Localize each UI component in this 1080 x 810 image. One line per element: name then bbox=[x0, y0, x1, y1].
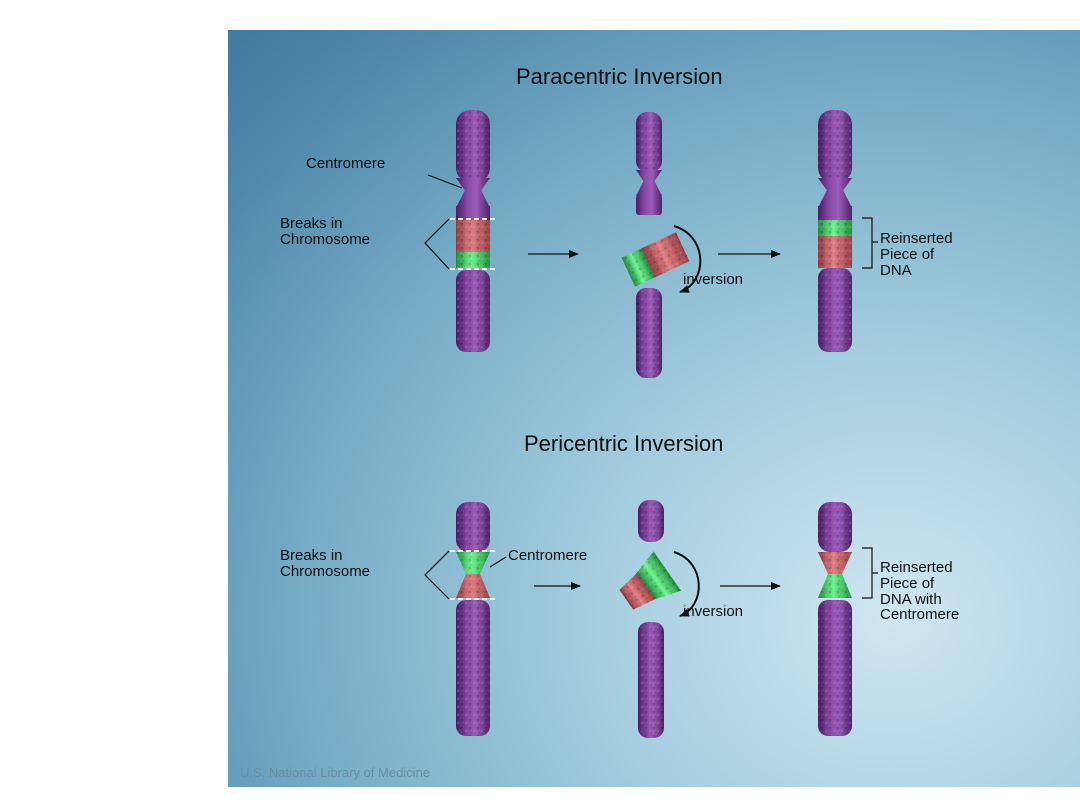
centromere-pointer-pericentric bbox=[489, 556, 507, 568]
detached-segment-pericentric bbox=[619, 551, 682, 610]
inversion-arrow-paracentric bbox=[673, 225, 702, 293]
label-centromere-paracentric: Centromere bbox=[306, 155, 386, 172]
inversion-arrow-pericentric bbox=[673, 551, 700, 617]
chromosome-original-paracentric bbox=[450, 110, 496, 352]
chromosome-original-pericentric bbox=[450, 502, 496, 736]
label-reinserted-paracentric: Reinserted Piece of DNA bbox=[880, 230, 953, 279]
label-inversion-pericentric: inversion bbox=[683, 603, 744, 620]
label-inversion-paracentric: inversion bbox=[683, 271, 744, 288]
chromosome-broken-pericentric bbox=[638, 500, 664, 738]
centromere-pointer-paracentric bbox=[427, 174, 463, 189]
reinserted-bracket-paracentric bbox=[862, 217, 878, 269]
chromosome-broken-paracentric bbox=[636, 112, 662, 378]
reinserted-bracket-pericentric bbox=[862, 547, 878, 599]
breaks-bracket-pericentric bbox=[424, 550, 450, 600]
label-breaks-pericentric: Breaks in Chromosome bbox=[280, 547, 371, 580]
breaks-bracket-paracentric bbox=[424, 218, 450, 270]
diagram-panel: Paracentric Inversion Centromere Breaks … bbox=[228, 30, 1080, 787]
label-reinserted-pericentric: Reinserted Piece of DNA with Centromere bbox=[880, 559, 960, 624]
title-pericentric-inversion: Pericentric Inversion bbox=[524, 431, 724, 456]
chromosome-result-paracentric bbox=[818, 110, 852, 352]
chromosome-result-pericentric bbox=[818, 502, 852, 736]
label-breaks-paracentric: Breaks in Chromosome bbox=[280, 215, 371, 248]
detached-segment-paracentric bbox=[621, 232, 690, 287]
credit-nlm: U.S. National Library of Medicine bbox=[240, 765, 431, 780]
diagram-canvas bbox=[424, 110, 878, 738]
label-centromere-pericentric: Centromere bbox=[508, 547, 588, 564]
title-paracentric-inversion: Paracentric Inversion bbox=[516, 64, 723, 89]
